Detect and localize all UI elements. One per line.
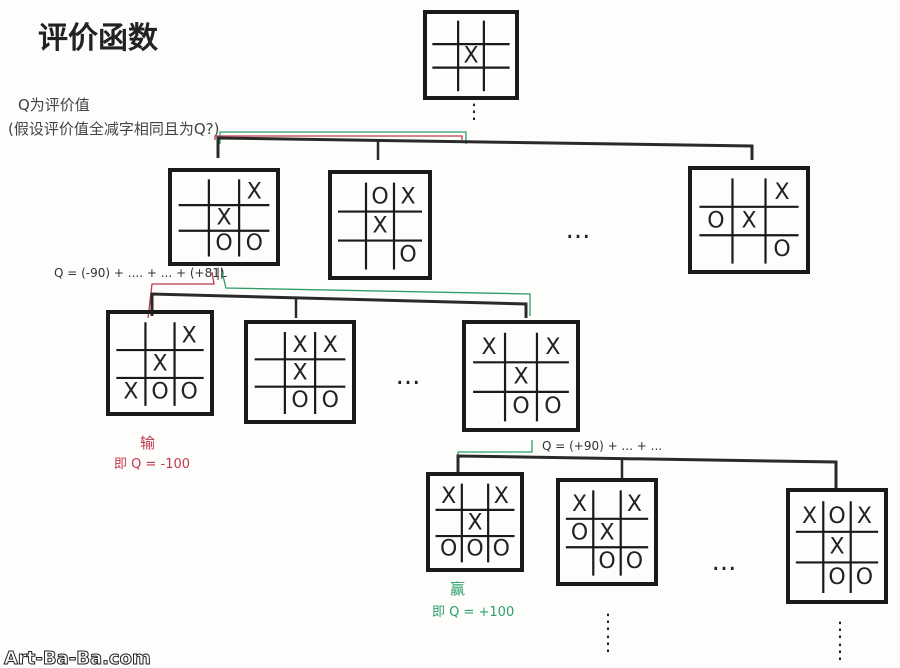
x-mark: X — [627, 492, 642, 517]
branch-level2 — [150, 292, 528, 318]
x-mark: X — [247, 180, 262, 205]
x-mark: X — [572, 492, 587, 517]
x-mark: X — [292, 333, 307, 358]
x-mark: X — [857, 504, 872, 529]
x-mark: X — [513, 365, 528, 390]
o-mark: O — [151, 379, 168, 404]
o-mark: O — [773, 237, 790, 262]
board-frame — [556, 478, 658, 586]
o-mark: O — [215, 231, 232, 256]
red-bracket-top — [214, 135, 463, 140]
o-mark: O — [371, 185, 388, 210]
o-mark: O — [544, 394, 561, 419]
x-mark: X — [494, 484, 509, 509]
o-mark: O — [828, 504, 845, 529]
board-frame — [786, 488, 888, 604]
ellipsis-level2: ... — [396, 361, 421, 391]
equation-level1-marker: |L — [216, 266, 227, 280]
x-mark: X — [372, 214, 387, 239]
lose-value: 即 Q = -100 — [114, 457, 190, 472]
x-mark: X — [123, 379, 138, 404]
board-frame — [244, 320, 356, 424]
note-q-definition: Q为评价值 — [18, 96, 90, 114]
x-mark: X — [802, 504, 817, 529]
board-frame — [426, 472, 524, 572]
branch-level3 — [456, 454, 838, 490]
continuation-dots-l3c-2: ⋮ — [830, 639, 850, 663]
watermark: Art-Ba-Ba.com — [4, 648, 151, 668]
o-mark: O — [571, 521, 588, 546]
red-bracket-level2 — [147, 271, 215, 319]
x-mark: X — [545, 335, 560, 360]
o-mark: O — [246, 231, 263, 256]
board-frame — [328, 170, 432, 280]
ellipsis-level1: ... — [566, 215, 591, 245]
continuation-dots-l3b: ⋮ — [598, 609, 618, 633]
o-mark: O — [626, 549, 643, 574]
x-mark: X — [463, 43, 478, 68]
x-mark: X — [441, 484, 456, 509]
x-mark: X — [775, 180, 790, 205]
win-value: 即 Q = +100 — [432, 605, 514, 620]
x-mark: X — [741, 209, 756, 234]
branch-level1 — [216, 136, 754, 160]
x-mark: X — [152, 352, 167, 377]
x-mark: X — [599, 521, 614, 546]
o-mark: O — [856, 565, 873, 590]
o-mark: O — [598, 549, 615, 574]
x-mark: X — [482, 335, 497, 360]
board-frame — [688, 166, 810, 274]
x-mark: X — [829, 535, 844, 560]
o-mark: O — [180, 379, 197, 404]
o-mark: O — [291, 388, 308, 413]
x-mark: X — [467, 510, 482, 535]
board-frame — [423, 10, 519, 100]
x-mark: X — [292, 361, 307, 386]
continuation-dots-l3b-2: ⋮ — [598, 631, 618, 655]
o-mark: O — [828, 565, 845, 590]
x-mark: X — [216, 205, 231, 230]
o-mark: O — [466, 537, 483, 562]
board-root: X — [423, 10, 519, 100]
board-frame — [168, 168, 280, 266]
o-mark: O — [322, 388, 339, 413]
win-label: 赢 — [450, 580, 465, 598]
x-mark: X — [400, 185, 415, 210]
board-frame — [106, 310, 214, 416]
board-frame — [462, 320, 580, 432]
green-bracket-level2 — [221, 271, 531, 316]
root-continuation-dots: ⋮ — [464, 99, 484, 123]
x-mark: X — [323, 333, 338, 358]
diagram-title: 评价函数 — [38, 21, 159, 56]
o-mark: O — [493, 537, 510, 562]
equation-level1: Q = (-90) + .... + ... + (+81) — [54, 266, 225, 280]
o-mark: O — [707, 209, 724, 234]
equation-level3: Q = (+90) + ... + ... — [542, 439, 662, 453]
o-mark: O — [399, 243, 416, 268]
continuation-dots-l3c: ⋮ — [830, 617, 850, 641]
ellipsis-level3: ... — [712, 547, 737, 577]
x-mark: X — [182, 324, 197, 349]
o-mark: O — [512, 394, 529, 419]
lose-label: 输 — [140, 434, 155, 452]
o-mark: O — [440, 537, 457, 562]
note-assumption: (假设评价值全减字相同且为Q?) — [8, 120, 219, 138]
